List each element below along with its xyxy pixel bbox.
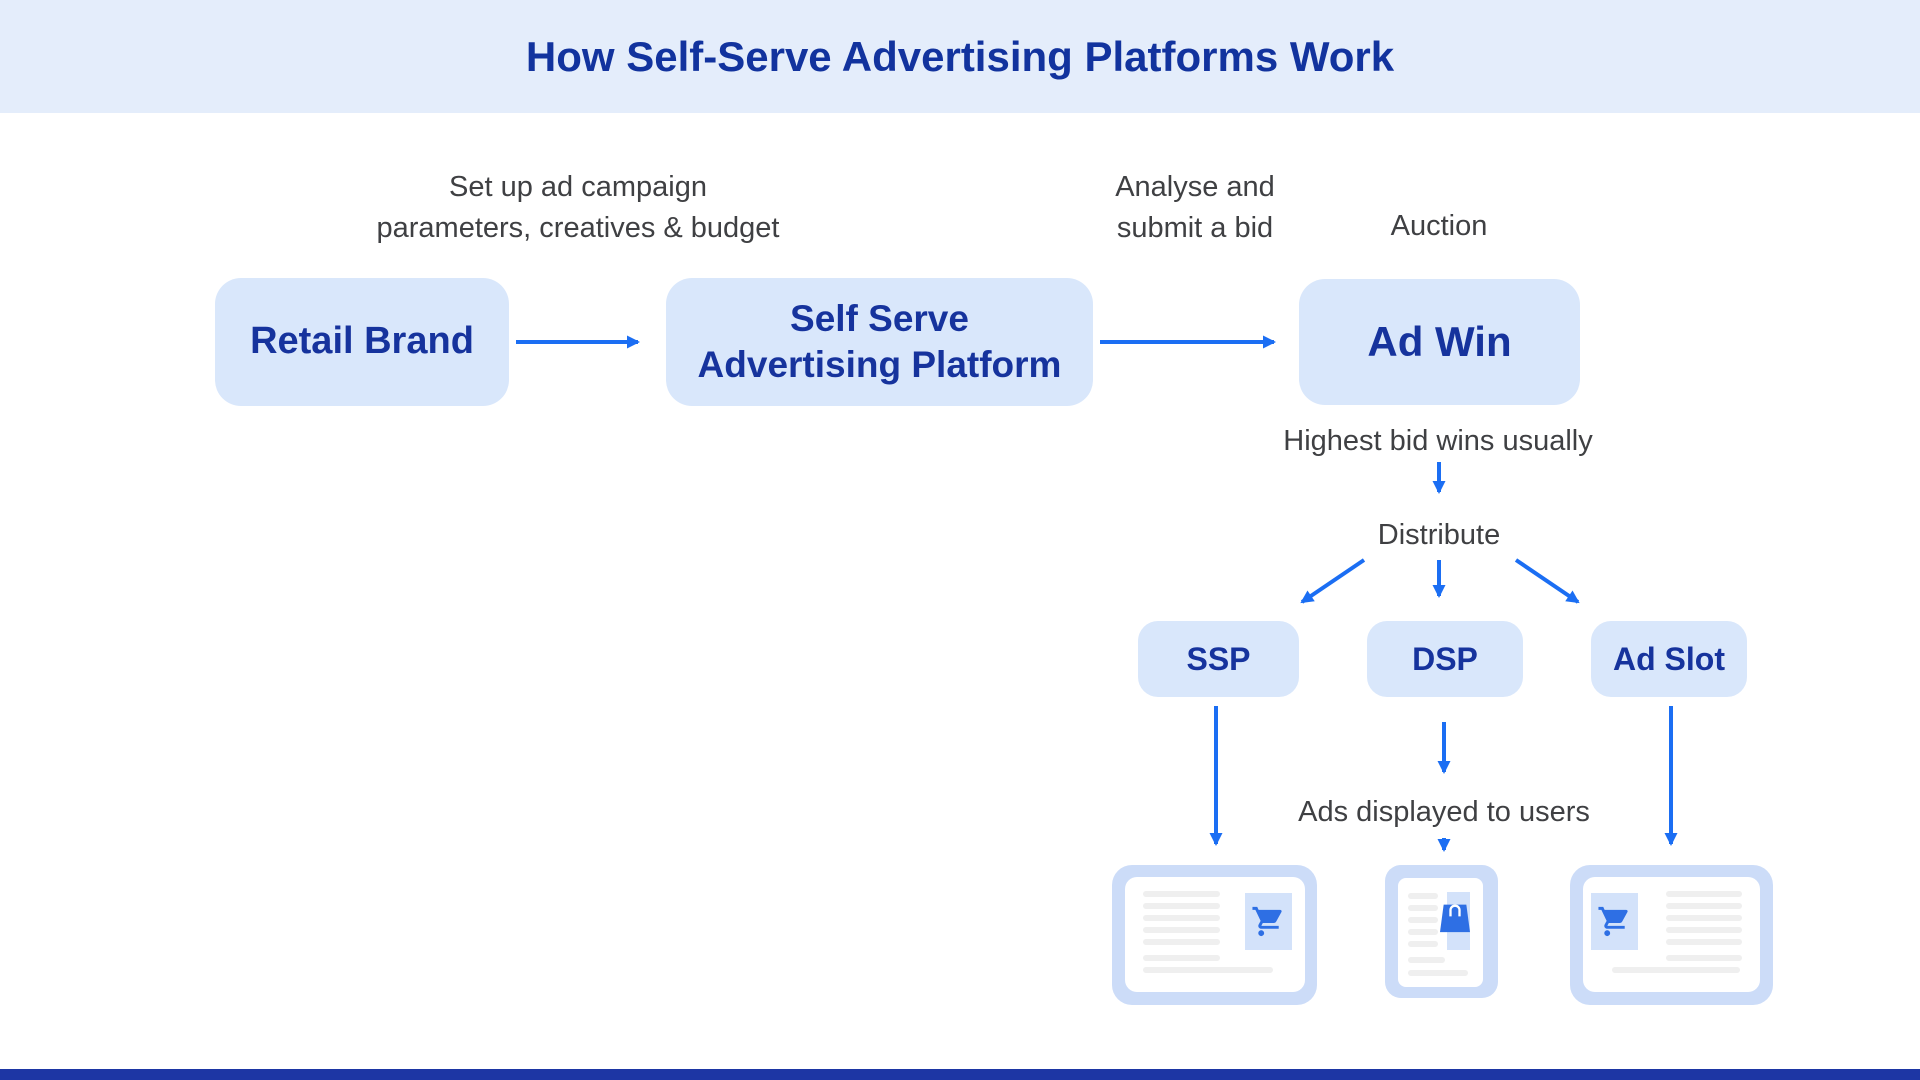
skeleton-line — [1666, 927, 1742, 933]
skeleton-line — [1408, 957, 1445, 963]
node-ad-slot-label: Ad Slot — [1613, 641, 1725, 677]
arrow-distribute-to-adslot — [1514, 558, 1580, 604]
annotation-highest-bid: Highest bid wins usually — [1283, 425, 1593, 457]
annotation-setup-campaign: Set up ad campaign parameters, creatives… — [376, 171, 780, 245]
webpage-mock — [1583, 877, 1760, 992]
skeleton-line — [1666, 903, 1742, 909]
page-title: How Self-Serve Advertising Platforms Wor… — [525, 32, 1395, 80]
node-ssp-label: SSP — [1186, 641, 1251, 677]
skeleton-line — [1143, 955, 1220, 961]
skeleton-line — [1408, 917, 1438, 923]
header-bar: How Self-Serve Advertising Platforms Wor… — [0, 0, 1920, 113]
skeleton-line — [1143, 927, 1220, 933]
webpage-mock — [1125, 877, 1305, 992]
skeleton-line — [1408, 941, 1438, 947]
node-ad-win: Ad Win — [1299, 279, 1580, 405]
card-webpage-adslot — [1570, 865, 1773, 1005]
card-webpage-ssp — [1112, 865, 1317, 1005]
skeleton-line — [1143, 903, 1220, 909]
ad-tile — [1245, 893, 1292, 950]
node-retail-brand-label: Retail Brand — [250, 320, 474, 363]
annotation-ads-displayed: Ads displayed to users — [1298, 796, 1590, 828]
node-self-serve-platform: Self Serve Advertising Platform — [666, 278, 1093, 406]
node-dsp: DSP — [1367, 621, 1523, 697]
node-self-serve-platform-label: Self Serve Advertising Platform — [697, 297, 1062, 385]
annotation-analyse-bid: Analyse and submit a bid — [1115, 171, 1275, 245]
skeleton-line — [1143, 891, 1220, 897]
footer-bar — [0, 1069, 1920, 1080]
phone-mock — [1398, 878, 1483, 987]
skeleton-line — [1143, 967, 1273, 973]
arrow-distribute-to-ssp — [1300, 558, 1366, 604]
shopping-cart-icon — [1598, 906, 1628, 937]
skeleton-line — [1612, 967, 1740, 973]
skeleton-line — [1143, 915, 1220, 921]
shopping-cart-icon — [1252, 906, 1282, 937]
skeleton-line — [1143, 939, 1220, 945]
node-dsp-label: DSP — [1412, 641, 1478, 677]
skeleton-line — [1666, 955, 1742, 961]
ad-tile — [1591, 893, 1638, 950]
annotation-distribute: Distribute — [1377, 519, 1501, 551]
card-phone-dsp — [1385, 865, 1498, 998]
node-retail-brand: Retail Brand — [215, 278, 509, 406]
skeleton-line — [1666, 939, 1742, 945]
skeleton-line — [1408, 893, 1438, 899]
skeleton-line — [1408, 905, 1438, 911]
skeleton-line — [1408, 970, 1468, 976]
annotation-auction: Auction — [1390, 210, 1488, 242]
skeleton-line — [1408, 929, 1438, 935]
skeleton-line — [1666, 891, 1742, 897]
skeleton-line — [1666, 915, 1742, 921]
node-ssp: SSP — [1138, 621, 1299, 697]
node-ad-win-label: Ad Win — [1367, 317, 1512, 365]
node-ad-slot: Ad Slot — [1591, 621, 1747, 697]
shopping-bag-icon — [1440, 904, 1470, 933]
